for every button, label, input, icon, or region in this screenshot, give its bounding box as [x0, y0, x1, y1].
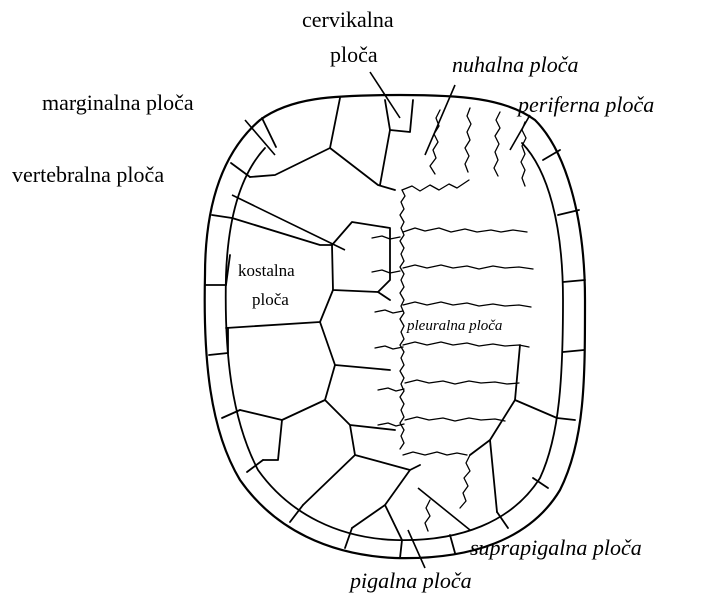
marginal-divider: [533, 478, 548, 488]
label-pigalna: pigalna ploča: [348, 568, 472, 593]
scute-border: [470, 400, 515, 455]
pleural-suture: [403, 228, 527, 232]
suprapygal-suture: [425, 500, 430, 531]
label-cervikalna-line2: ploča: [330, 42, 378, 67]
scute-border: [250, 98, 340, 177]
scute-border: [240, 365, 335, 420]
peripheral-suture: [430, 110, 440, 174]
pleural-suture: [403, 342, 529, 347]
suture-stub: [372, 270, 400, 273]
scute-border: [378, 292, 390, 300]
leader-periferna: [510, 115, 530, 150]
leader-pigalna: [408, 530, 425, 568]
suprapygal-suture: [460, 455, 470, 508]
pleural-suture: [405, 417, 505, 421]
scute-border: [352, 470, 410, 528]
label-kostalna-line2: ploča: [252, 290, 289, 309]
peripheral-suture: [465, 108, 471, 172]
label-pleuralna: pleuralna ploča: [406, 318, 502, 334]
scute-border: [303, 425, 355, 505]
pleural-suture: [403, 302, 531, 307]
suture-stub: [375, 346, 403, 349]
peripheral-suture: [521, 122, 526, 186]
peripheral-suture: [494, 112, 500, 176]
marginal-divider: [557, 418, 575, 420]
scute-border: [320, 322, 390, 370]
suture-stub: [378, 388, 404, 391]
marginal-divider: [563, 280, 585, 282]
scute-border: [232, 218, 332, 245]
marginal-divider: [231, 163, 250, 177]
labels: cervikalna ploča nuhalna ploča periferna…: [12, 7, 654, 593]
label-periferna: periferna ploča: [516, 92, 654, 117]
scute-border: [385, 505, 402, 540]
left-scutes: [226, 98, 420, 540]
label-marginalna: marginalna ploča: [42, 90, 194, 115]
marginal-divider: [563, 350, 584, 352]
marginal-divider: [450, 535, 455, 553]
suture-stub: [375, 310, 403, 313]
label-cervikalna-line1: cervikalna: [302, 7, 394, 32]
pleural-suture: [403, 265, 533, 269]
scute-border: [380, 130, 390, 185]
marginal-divider: [209, 353, 228, 355]
scute-border: [355, 455, 420, 470]
marginal-plates: [206, 118, 585, 558]
marginal-divider: [345, 528, 352, 548]
scute-border: [515, 345, 557, 418]
scute-border: [490, 440, 497, 512]
inner-marginal-ring: [226, 143, 563, 540]
marginal-divider: [212, 215, 232, 218]
pleural-suture: [403, 452, 467, 455]
label-kostalna-line1: kostalna: [238, 261, 295, 280]
marginal-divider: [247, 460, 263, 472]
pleural-suture: [405, 380, 519, 384]
label-suprapigalna: suprapigalna ploča: [470, 535, 642, 560]
suture-stub: [372, 236, 400, 239]
pleural-suture: [402, 180, 469, 191]
marginal-divider: [400, 540, 402, 558]
label-nuhalna: nuhalna ploča: [452, 52, 579, 77]
midline-suture: [400, 190, 405, 449]
scute-border: [263, 420, 282, 460]
label-vertebralna: vertebralna ploča: [12, 162, 164, 187]
scute-border: [325, 400, 395, 430]
vertebral-scute: [332, 222, 390, 292]
